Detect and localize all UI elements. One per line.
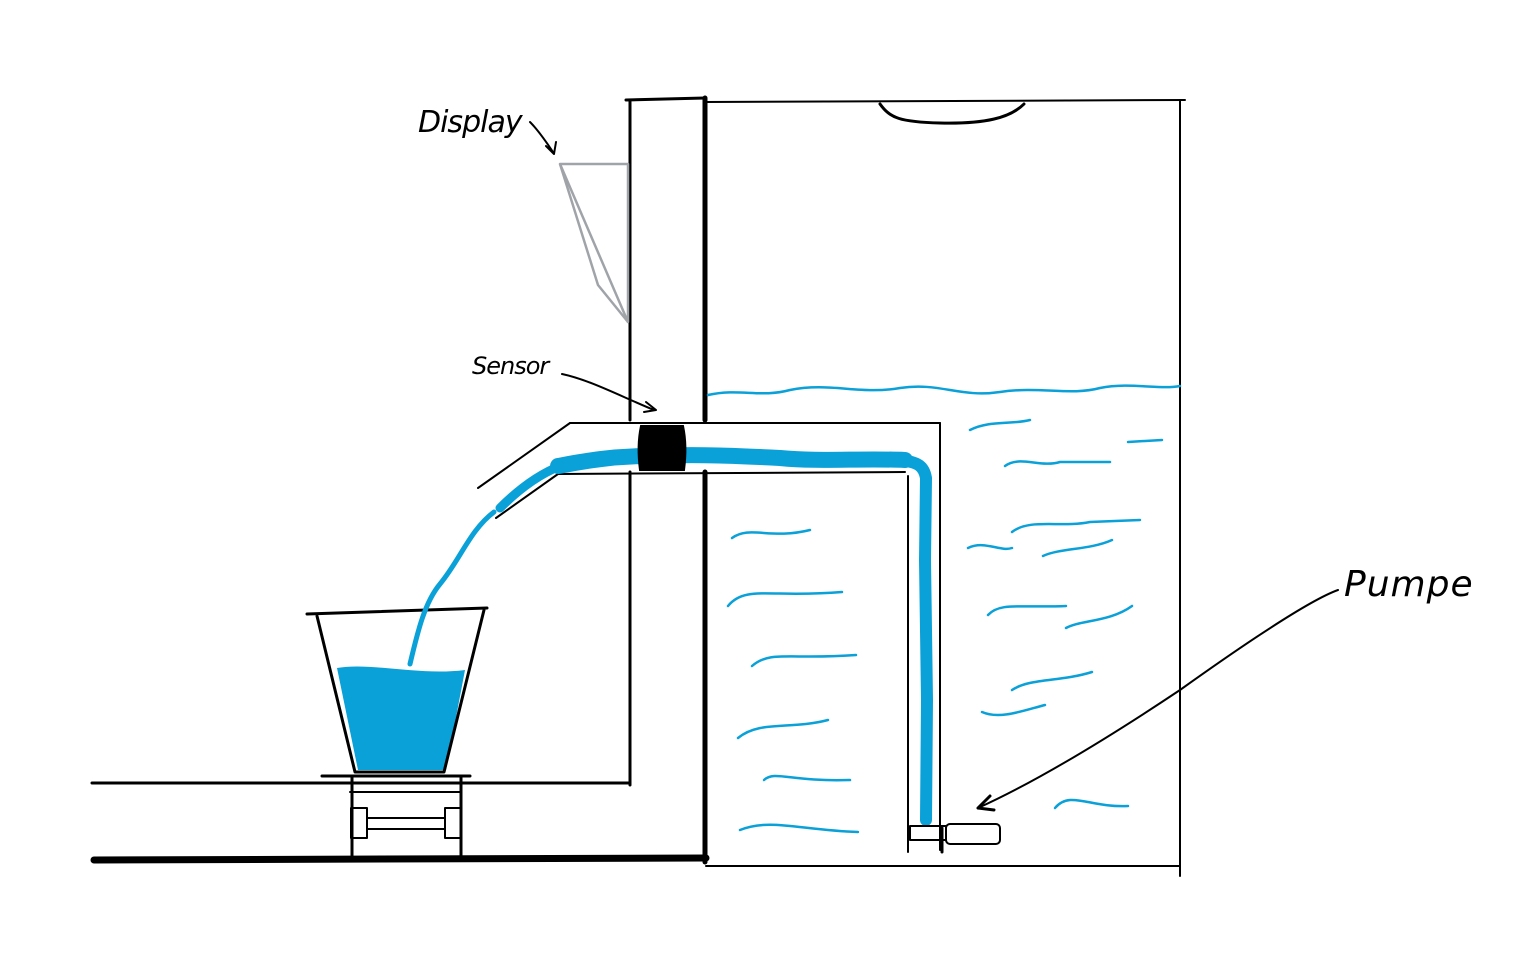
water-flow: [407, 447, 933, 826]
label-pump: Pumpe: [1344, 564, 1474, 605]
label-sensor-group: Sensor: [472, 352, 657, 413]
label-display-group: Display: [418, 105, 557, 155]
base-platform: [90, 781, 710, 864]
tank-lid-handle: [878, 102, 1026, 125]
water-tank: [704, 99, 1186, 877]
glass-water: [337, 666, 465, 770]
housing-column: [624, 95, 708, 865]
pump: [909, 823, 1001, 854]
spout-water: [495, 461, 565, 513]
drinking-glass: [305, 606, 489, 774]
cup-stand: [320, 774, 472, 860]
tank-water-surface: [706, 384, 1182, 397]
falling-stream: [407, 509, 497, 667]
label-sensor: Sensor: [472, 352, 551, 380]
display-panel: [558, 162, 630, 324]
pipe-water: [550, 447, 913, 474]
label-display: Display: [418, 105, 524, 140]
display-arrow: [529, 121, 557, 155]
label-pump-group: Pumpe: [976, 564, 1474, 812]
outlet-pipe: [477, 422, 941, 853]
pump-arrow: [977, 589, 1339, 809]
flow-sensor: [637, 425, 687, 471]
sensor-arrow: [561, 373, 657, 413]
tank-water-ripples: [726, 418, 1164, 834]
riser-water: [894, 454, 933, 826]
